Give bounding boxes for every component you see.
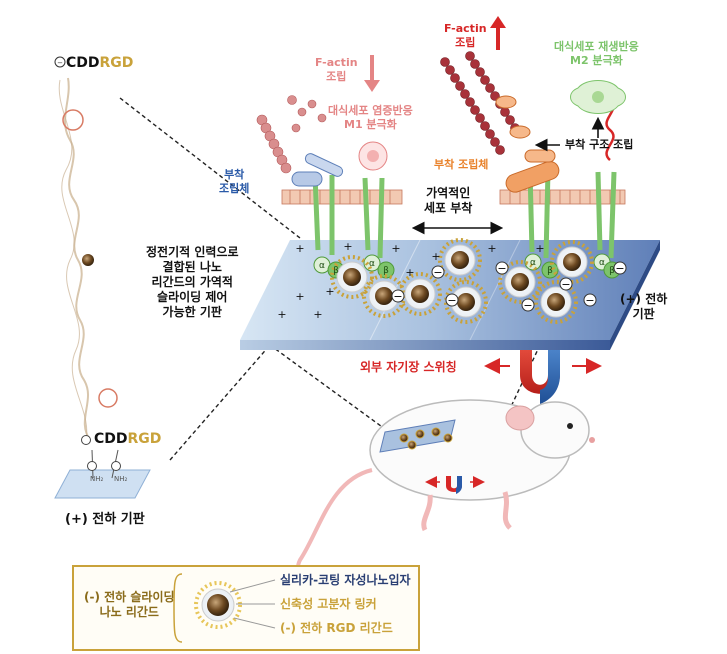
m1-macrophage-icon <box>359 142 387 170</box>
factin-down-arrowhead <box>364 80 380 92</box>
plus-charge-11: + <box>535 242 544 255</box>
plus-charge-9: + <box>295 290 304 303</box>
nh2-label-a: NH₂ <box>90 475 103 484</box>
minus-sign-2: − <box>447 294 456 307</box>
minus-sign-5: − <box>561 278 570 291</box>
magnet-icon <box>520 350 560 404</box>
beta-label-6: β <box>547 266 553 276</box>
m2-macrophage-icon <box>571 81 626 114</box>
chain-nanoparticle <box>82 254 94 266</box>
plus-charge-10: + <box>277 308 286 321</box>
small-substrate <box>55 450 150 498</box>
small-charge-2 <box>112 462 121 471</box>
top-peptide-label: CDDRGD <box>66 55 133 73</box>
structure-label: 부착 구조 조립 <box>565 138 633 152</box>
m1-label: 대식세포 염증반응 M1 분극화 <box>328 104 413 132</box>
legend-nanoparticle-core <box>207 594 229 616</box>
minus-sign-8: − <box>433 266 442 279</box>
bottom-peptide-label: CDDRGD <box>94 431 161 449</box>
mouse-illustration <box>298 400 595 581</box>
factin-up-arrowhead <box>490 16 506 28</box>
plus-charge-5: + <box>391 242 400 255</box>
right-assembly-label: 부착 조립체 <box>434 158 488 172</box>
top-charge-sign: − <box>57 59 63 67</box>
top-ccd-text: CDD <box>66 55 100 71</box>
beta-label-4: β <box>383 266 389 276</box>
plus-charge-6: + <box>405 266 414 279</box>
minus-sign-7: − <box>615 262 624 275</box>
bottom-charge-circle <box>82 436 91 445</box>
beta-label-2: β <box>333 266 339 276</box>
beta-label-8: β <box>609 266 615 276</box>
minus-sign-6: − <box>585 294 594 307</box>
legend-item-1: 실리카-코팅 자성나노입자 <box>280 573 411 588</box>
adhesion-assembly-left <box>292 152 344 186</box>
alpha-label-5: α <box>530 258 536 268</box>
substrate-label: (+) 전하 기판 <box>65 512 145 528</box>
plus-charge-2: + <box>325 285 334 298</box>
legend-item-2: 신축성 고분자 링커 <box>280 597 377 612</box>
peptide-linker-chain <box>59 78 117 440</box>
charge-substrate-label: (+) 전하 기판 <box>620 292 667 322</box>
magnet-switch-label: 외부 자기장 스위칭 <box>360 360 457 375</box>
left-assembly-label: 부착 조립체 <box>219 168 249 196</box>
minus-sign-3: − <box>497 262 506 275</box>
bottom-rgd-text: RGD <box>128 431 162 447</box>
legend-title: (-) 전하 슬라이딩 나노 리간드 <box>84 590 175 620</box>
reversible-adhesion-label: 가역적인 세포 부착 <box>424 186 472 216</box>
alpha-label-1: α <box>319 261 325 271</box>
top-rgd-text: RGD <box>100 55 134 71</box>
bottom-ccd-text: CDD <box>94 431 128 447</box>
minus-sign-1: − <box>393 290 402 303</box>
substrate-description: 정전기적 인력으로 결합된 나노 리간드의 가역적 슬라이딩 제어 가능한 기판 <box>146 245 239 320</box>
plus-charge-8: + <box>487 242 496 255</box>
alpha-label-3: α <box>369 259 375 269</box>
legend-item-3: (-) 전하 RGD 리간드 <box>280 621 393 636</box>
m2-label: 대식세포 재생반응 M2 분극화 <box>554 40 639 68</box>
plus-charge-3: + <box>313 308 322 321</box>
nh2-label-b: NH₂ <box>114 475 127 484</box>
left-factin-label: F-actin 조립 <box>315 56 358 84</box>
right-factin-label: F-actin 조립 <box>444 22 487 50</box>
alpha-label-7: α <box>599 258 605 268</box>
plus-charge-7: + <box>431 250 440 263</box>
plus-charge-1: + <box>295 242 304 255</box>
small-charge-1 <box>88 462 97 471</box>
minus-sign-4: − <box>523 299 532 312</box>
plus-charge-4: + <box>343 240 352 253</box>
